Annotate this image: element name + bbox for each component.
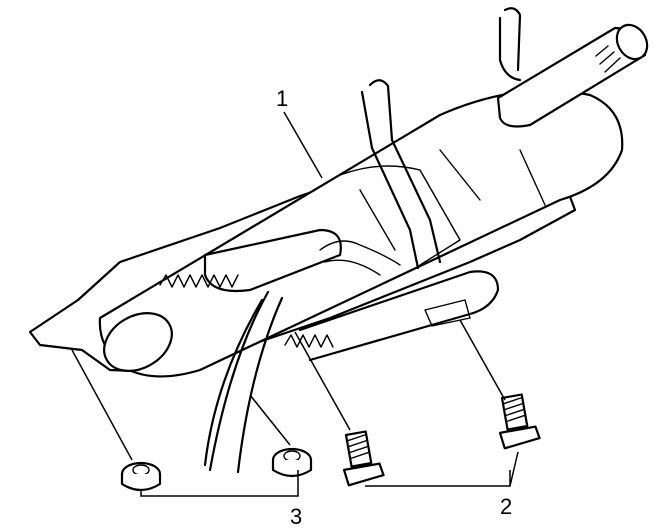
column-end [103, 312, 173, 372]
nut-left [120, 461, 162, 492]
leader-2 [294, 319, 519, 487]
callout-1: 1 [276, 86, 288, 111]
bolt-right [498, 393, 541, 450]
wire-harness [203, 290, 284, 474]
tilt-lever [203, 228, 342, 293]
leader-3 [71, 349, 299, 497]
callout-3: 3 [290, 504, 302, 529]
coil-spring [159, 274, 334, 348]
callout-2: 2 [500, 494, 512, 519]
upper-bracket [498, 7, 522, 82]
shaft-splined-end [615, 23, 649, 61]
column-tube [98, 89, 624, 378]
leader-lines [71, 111, 519, 497]
bolt-left [342, 430, 385, 487]
nut-right [271, 447, 313, 478]
steering-column-assembly [28, 7, 649, 474]
leader-1 [283, 111, 323, 179]
